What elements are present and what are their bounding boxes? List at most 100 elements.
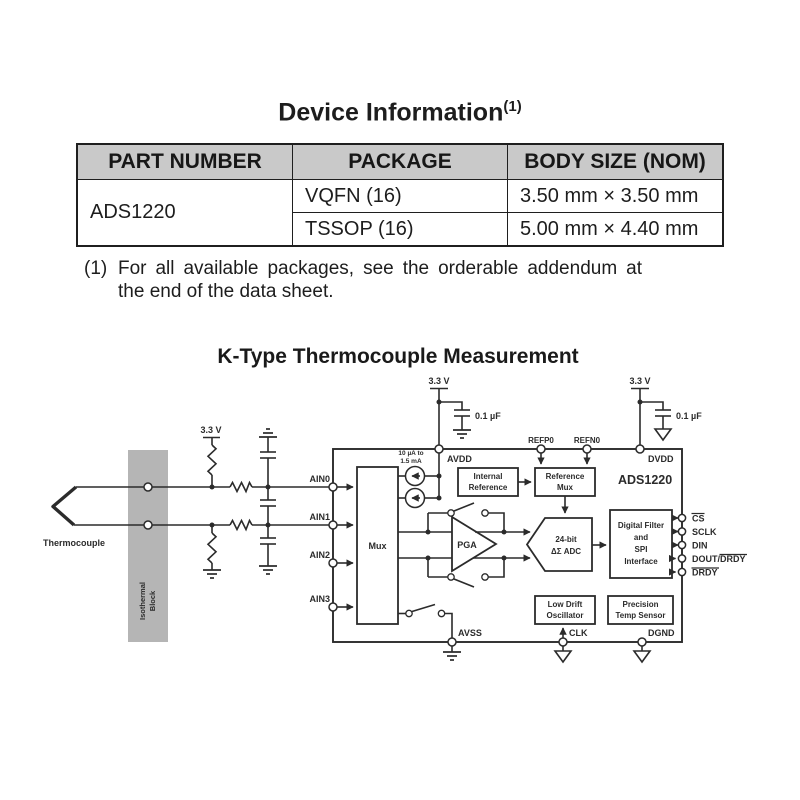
cell-part-number: ADS1220 — [76, 179, 293, 247]
input-filter-network — [152, 428, 329, 575]
adc-section: 24-bit ΔΣ ADC — [525, 517, 607, 572]
internal-reference-label-2: Reference — [469, 483, 508, 492]
drdy-pin-label: DRDY — [692, 568, 718, 578]
ground-symbol-flipped — [259, 428, 277, 438]
pulldown-resistor — [206, 532, 218, 564]
title-footnote-ref: (1) — [503, 98, 522, 115]
isothermal-block: Isothermal Block — [128, 450, 168, 642]
oscillator-label-2: Oscillator — [547, 611, 584, 620]
pga-bypass-switch-bottom — [427, 558, 505, 588]
precision-temp-sensor-block — [607, 595, 674, 625]
footnote-marker: (1) — [84, 258, 108, 279]
isothermal-block-label-1: Isothermal — [138, 582, 147, 620]
current-source-label-1: 10 µA to — [398, 450, 423, 457]
excitation-current-sources: 10 µA to 1.5 mA — [398, 450, 442, 509]
clk-pin-label: CLK — [569, 628, 588, 638]
ground-symbol — [453, 429, 471, 439]
dgnd-pin-label: DGND — [648, 628, 675, 638]
low-drift-oscillator-block — [534, 595, 596, 625]
ground-triangle — [632, 650, 652, 664]
current-source-label-2: 1.5 mA — [400, 458, 422, 465]
internal-reference-label-1: Internal — [474, 472, 503, 481]
dvdd-cap-label: 0.1 µF — [676, 411, 702, 421]
top-pins: AVDD REFP0 REFN0 DVDD — [434, 436, 674, 465]
refn0-pin-label: REFN0 — [574, 436, 601, 445]
footnote-text: For all available packages, see the orde… — [118, 257, 642, 303]
dout-pin-label: DOUT/ — [692, 554, 720, 564]
ain1-pin — [328, 520, 338, 530]
din-pin-label: DIN — [692, 541, 708, 551]
device-information-title: Device Information(1) — [0, 98, 800, 127]
avdd-rail-label: 3.3 V — [428, 376, 449, 386]
isothermal-block-label-2: Block — [148, 590, 157, 611]
refp0-pin-label: REFP0 — [528, 436, 554, 445]
ground-triangle — [653, 428, 673, 442]
din-pin — [677, 540, 687, 550]
pullup-rail-label: 3.3 V — [200, 425, 221, 435]
dvdd-pin — [635, 444, 645, 454]
ground-symbol — [443, 651, 461, 661]
ain0-pin-label: AIN0 — [309, 474, 330, 484]
ground-symbol — [203, 569, 221, 579]
clk-section: CLK — [553, 627, 588, 664]
cap-differential — [260, 499, 276, 507]
pga-bypass-switch-top — [427, 502, 505, 532]
footnote-line-1: For all available packages, see the orde… — [118, 258, 642, 279]
digital-filter-label-2: and — [634, 533, 648, 542]
cs-pin-label: CS — [692, 514, 705, 524]
footnote: (1) For all available packages, see the … — [84, 257, 650, 303]
reference-mux-label-1: Reference — [546, 472, 585, 481]
drdy-pin — [677, 567, 687, 577]
table-header-row: PART NUMBER PACKAGE BODY SIZE (NOM) — [76, 143, 724, 180]
cap-ain0-to-gnd — [260, 451, 276, 459]
digital-filter-label-1: Digital Filter — [618, 521, 664, 530]
ground-symbol — [259, 565, 277, 575]
clk-pin — [558, 637, 568, 647]
dout-drdy-pin — [677, 554, 687, 563]
ain2-pin — [328, 558, 338, 568]
cell-body-size-tssop: 5.00 mm × 4.40 mm — [507, 212, 724, 247]
refn0-pin — [582, 444, 592, 454]
isothermal-junction-top — [143, 482, 153, 492]
dvdd-pin-label: DVDD — [648, 454, 674, 464]
oscillator-label-1: Low Drift — [548, 600, 583, 609]
pga-stage: PGA — [398, 502, 531, 588]
dgnd-pin — [637, 637, 647, 647]
pga-block-label: PGA — [457, 540, 477, 550]
avss-section: AVSS — [398, 603, 482, 661]
adc-label-2: ΔΣ ADC — [551, 547, 581, 556]
ain2-pin-label: AIN2 — [309, 550, 330, 560]
spi-section: Digital Filter and SPI Interface — [609, 509, 673, 579]
avdd-supply: 3.3 V 0.1 µF — [428, 376, 501, 445]
table-row: ADS1220 VQFN (16) 3.50 mm × 3.50 mm — [76, 179, 724, 247]
isothermal-junction-bottom — [143, 520, 153, 530]
temp-sensor-label-1: Precision — [622, 600, 658, 609]
avdd-bypass-cap — [454, 409, 470, 417]
ground-triangle — [553, 650, 573, 664]
reference-mux-block — [534, 467, 596, 497]
chip-name-label: ADS1220 — [618, 473, 672, 487]
dout-drdy-pin-label: DRDY — [720, 554, 746, 564]
device-information-title-text: Device Information — [278, 98, 504, 127]
internal-reference-block — [457, 467, 519, 497]
ain3-pin-label: AIN3 — [309, 594, 330, 604]
col-header-body-size: BODY SIZE (NOM) — [507, 143, 724, 180]
dvdd-supply: 3.3 V 0.1 µF — [629, 376, 702, 445]
cs-pin — [677, 513, 687, 523]
cell-package-vqfn: VQFN (16) — [292, 179, 508, 213]
sclk-pin-label: SCLK — [692, 527, 717, 537]
thermocouple-label: Thermocouple — [43, 538, 105, 548]
adc-block — [525, 517, 593, 572]
dvdd-bypass-cap — [655, 409, 671, 417]
series-resistor-ain0 — [229, 480, 253, 494]
sclk-pin — [677, 527, 687, 536]
footnote-line-2: the end of the data sheet. — [118, 281, 334, 302]
ain3-pin — [328, 602, 338, 612]
ain1-pin-label: AIN1 — [309, 512, 330, 522]
avdd-pin — [434, 444, 444, 454]
adc-label-1: 24-bit — [555, 535, 577, 544]
dgnd-section: DGND — [632, 628, 675, 664]
col-header-part-number: PART NUMBER — [76, 143, 293, 180]
oscillator-block-group: Low Drift Oscillator Precision Temp Sens… — [534, 595, 674, 625]
